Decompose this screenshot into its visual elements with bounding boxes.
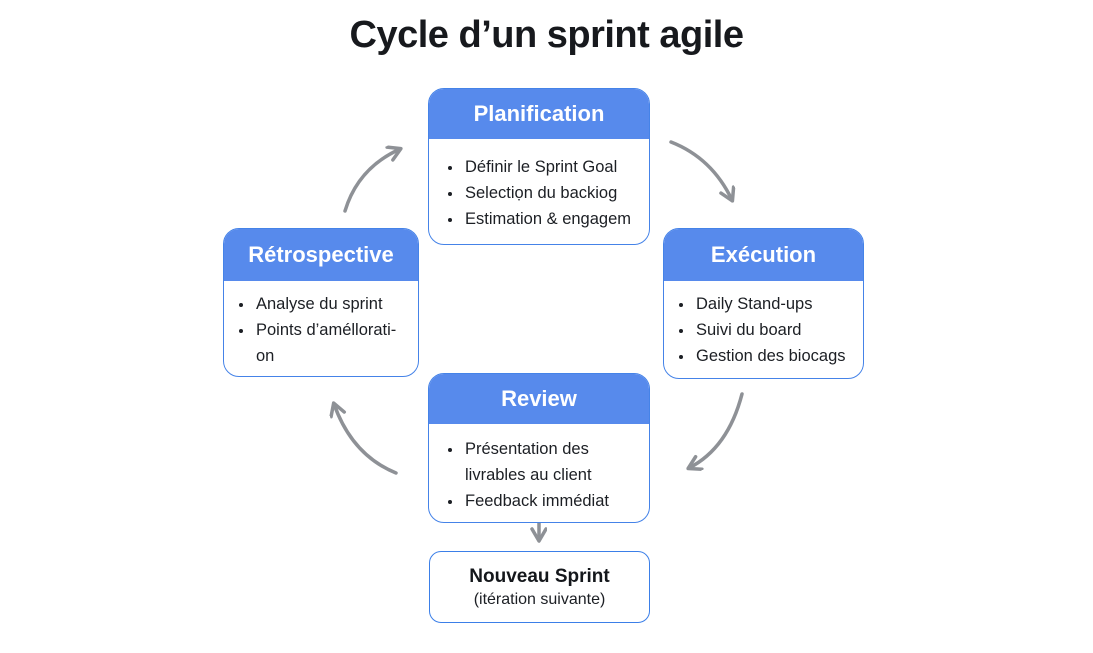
- nouveau-sprint-subtitle: (itération suivante): [473, 590, 606, 608]
- nouveau-sprint-title: Nouveau Sprint: [469, 565, 610, 587]
- card-review-bullet-list: Présentation des livrables au client Fee…: [429, 436, 649, 514]
- arrow-execution-to-review: [689, 392, 744, 468]
- card-retrospective-body: Analyse du sprint Points d’améllorati-on: [224, 281, 418, 369]
- nouveau-sprint-box: Nouveau Sprint (itération suivante): [429, 551, 650, 623]
- card-execution-body: Daily Stand-ups Suivi du board Gestion d…: [664, 281, 863, 369]
- card-planification-header: Planification: [429, 89, 649, 139]
- card-planification-body: Définir le Sprint Goal Selectiọn du back…: [429, 139, 649, 232]
- bullet-item: Définir le Sprint Goal: [463, 154, 641, 180]
- card-retrospective-bullet-list: Analyse du sprint Points d’améllorati-on: [224, 291, 418, 369]
- bullet-item: Daily Stand-ups: [694, 291, 855, 317]
- bullet-item: Gestion des biocags: [694, 343, 855, 369]
- bullet-item: Feedback immédiat: [463, 488, 641, 514]
- arrow-planification-to-execution: [669, 140, 732, 200]
- card-execution-header: Exécution: [664, 229, 863, 281]
- card-review-body: Présentation des livrables au client Fee…: [429, 424, 649, 514]
- bullet-item: Estimation & engagem: [463, 206, 641, 232]
- bullet-item: Analyse du sprint: [254, 291, 410, 317]
- card-execution-bullet-list: Daily Stand-ups Suivi du board Gestion d…: [664, 291, 863, 369]
- card-execution: Exécution Daily Stand-ups Suivi du board…: [663, 228, 864, 379]
- card-retrospective: Rétrospective Analyse du sprint Points d…: [223, 228, 419, 377]
- card-review-header: Review: [429, 374, 649, 424]
- page-title: Cycle d’un sprint agile: [349, 14, 744, 56]
- card-planification-bullet-list: Définir le Sprint Goal Selectiọn du back…: [429, 154, 649, 232]
- bullet-item: Suivi du board: [694, 317, 855, 343]
- bullet-item: Points d’améllorati-on: [254, 317, 410, 369]
- card-review: Review Présentation des livrables au cli…: [428, 373, 650, 523]
- arrow-review-to-retrospective: [334, 404, 398, 475]
- bullet-item: Selectiọn du backiog: [463, 180, 641, 206]
- arrow-retrospective-to-planification: [343, 149, 400, 213]
- card-retrospective-header: Rétrospective: [224, 229, 418, 281]
- bullet-item: Présentation des livrables au client: [463, 436, 641, 488]
- card-planification: Planification Définir le Sprint Goal Sel…: [428, 88, 650, 245]
